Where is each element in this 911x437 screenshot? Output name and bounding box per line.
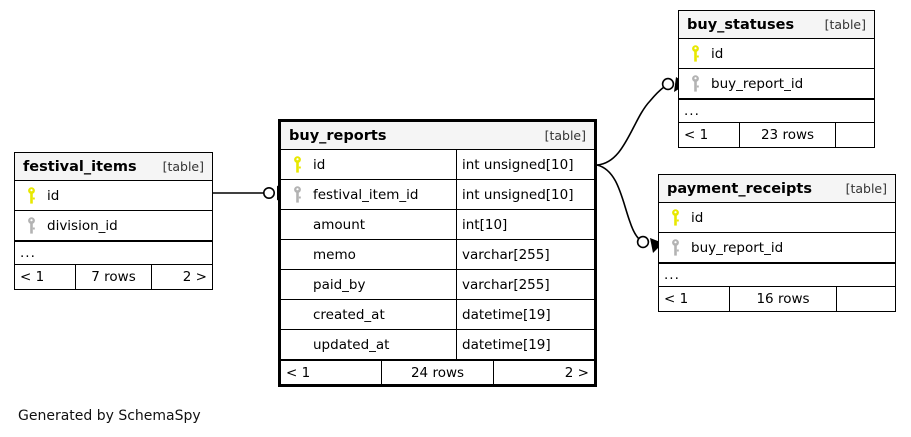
column-label: festival_item_id (313, 186, 419, 203)
column-type: varchar[255] (456, 240, 594, 269)
relationship-buy-reports-to-buy-statuses (596, 77, 687, 166)
column-row[interactable]: buy_report_id (679, 69, 874, 99)
table-festival-items[interactable]: festival_items [table] id (14, 152, 213, 290)
column-label: division_id (47, 217, 118, 234)
column-label: id (691, 209, 704, 226)
column-label: created_at (313, 306, 385, 323)
foreign-key-icon (287, 186, 307, 203)
table-title: payment_receipts (667, 180, 812, 197)
primary-key-icon (287, 156, 307, 173)
table-tag: [table] (162, 159, 204, 174)
foreign-key-icon (21, 217, 41, 234)
column-name-cell: updated_at (281, 337, 456, 353)
column-name-cell: buy_report_id (679, 75, 874, 92)
column-label: amount (313, 216, 366, 233)
table-buy-statuses[interactable]: buy_statuses [table] id (678, 10, 875, 148)
column-row[interactable]: festival_item_id int unsigned[10] (281, 180, 594, 210)
table-tag: [table] (845, 181, 887, 196)
column-row[interactable]: amount int[10] (281, 210, 594, 240)
column-name-cell: buy_report_id (659, 239, 895, 256)
more-columns-indicator[interactable]: ... (659, 263, 895, 287)
table-header: buy_statuses [table] (679, 11, 874, 39)
prev-page-button[interactable]: < 1 (20, 269, 45, 285)
primary-key-icon (665, 209, 685, 226)
column-name-cell: created_at (281, 307, 456, 323)
generated-by-caption: Generated by SchemaSpy (18, 408, 201, 424)
column-row[interactable]: division_id (15, 211, 212, 241)
prev-page-button[interactable]: < 1 (664, 291, 689, 307)
relationship-festival-items-to-buy-reports (213, 185, 287, 201)
next-page-button[interactable] (836, 123, 874, 147)
column-type: int[10] (456, 210, 594, 239)
table-tag: [table] (544, 128, 586, 143)
column-row[interactable]: id (15, 181, 212, 211)
column-type: int unsigned[10] (456, 150, 594, 179)
relationship-buy-reports-to-payment-receipts (596, 164, 663, 253)
table-header: festival_items [table] (15, 153, 212, 181)
crowfoot-circle (661, 77, 675, 91)
column-row[interactable]: id (679, 39, 874, 69)
table-header: buy_reports [table] (281, 122, 594, 150)
column-row[interactable]: id int unsigned[10] (281, 150, 594, 180)
column-type: datetime[19] (456, 330, 594, 359)
table-footer: < 1 24 rows 2 > (281, 360, 594, 384)
row-count-label: 24 rows (381, 361, 494, 384)
prev-page-button[interactable]: < 1 (684, 127, 709, 143)
row-count-label: 7 rows (75, 265, 152, 289)
row-count-label: 23 rows (739, 123, 836, 147)
foreign-key-icon (685, 75, 705, 92)
column-name-cell: division_id (15, 217, 212, 234)
column-type: int unsigned[10] (456, 180, 594, 209)
column-row[interactable]: memo varchar[255] (281, 240, 594, 270)
table-footer: < 1 7 rows 2 > (15, 265, 212, 289)
next-page-button[interactable]: 2 > (564, 364, 589, 381)
column-label: paid_by (313, 276, 366, 293)
column-name-cell: id (659, 209, 895, 226)
next-page-button[interactable] (837, 287, 895, 311)
column-name-cell: festival_item_id (281, 186, 456, 203)
table-tag: [table] (824, 17, 866, 32)
column-name-cell: memo (281, 247, 456, 263)
column-row[interactable]: id (659, 203, 895, 233)
column-type: datetime[19] (456, 300, 594, 329)
column-label: updated_at (313, 336, 390, 353)
column-name-cell: id (15, 187, 212, 204)
next-page-button[interactable]: 2 > (182, 269, 207, 285)
column-name-cell: amount (281, 217, 456, 233)
table-title: festival_items (23, 158, 137, 175)
column-label: buy_report_id (711, 75, 804, 92)
column-label: id (313, 156, 326, 173)
table-header: payment_receipts [table] (659, 175, 895, 203)
column-label: memo (313, 246, 356, 263)
table-title: buy_reports (289, 127, 387, 144)
table-footer: < 1 16 rows (659, 287, 895, 311)
primary-key-icon (685, 45, 705, 62)
column-label: id (47, 187, 60, 204)
column-type: varchar[255] (456, 270, 594, 299)
table-buy-reports[interactable]: buy_reports [table] id int unsigned[10] (278, 119, 597, 387)
primary-key-icon (21, 187, 41, 204)
more-columns-indicator[interactable]: ... (679, 99, 874, 123)
table-title: buy_statuses (687, 16, 795, 33)
column-row[interactable]: created_at datetime[19] (281, 300, 594, 330)
column-name-cell: paid_by (281, 277, 456, 293)
column-row[interactable]: buy_report_id (659, 233, 895, 263)
more-columns-indicator[interactable]: ... (15, 241, 212, 265)
column-row[interactable]: updated_at datetime[19] (281, 330, 594, 360)
prev-page-button[interactable]: < 1 (286, 364, 311, 381)
column-row[interactable]: paid_by varchar[255] (281, 270, 594, 300)
crowfoot-circle (262, 187, 275, 200)
foreign-key-icon (665, 239, 685, 256)
crowfoot-circle (636, 235, 650, 249)
column-name-cell: id (679, 45, 874, 62)
column-name-cell: id (281, 156, 456, 173)
column-label: id (711, 45, 724, 62)
table-payment-receipts[interactable]: payment_receipts [table] id (658, 174, 896, 312)
table-footer: < 1 23 rows (679, 123, 874, 147)
row-count-label: 16 rows (729, 287, 837, 311)
column-label: buy_report_id (691, 239, 784, 256)
